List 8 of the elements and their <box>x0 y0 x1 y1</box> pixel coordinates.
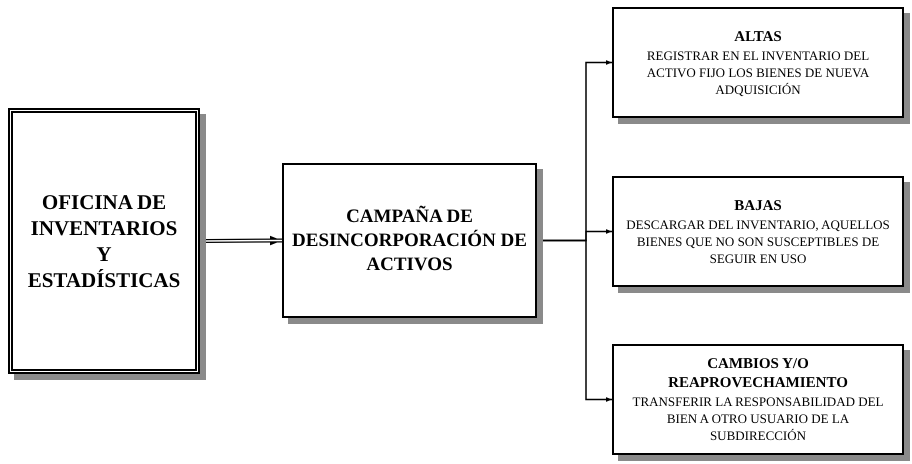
box-heading: CAMBIOS Y/O REAPROVECHAMIENTO <box>667 355 849 393</box>
box-heading: BAJAS <box>734 196 782 216</box>
box-description: TRANSFERIR LA RESPONSABILIDAD DEL BIEN A OTRO USUARIO DE LA SUBDIRECCIÓN <box>632 393 884 444</box>
box-heading: OFICINA DE INVENTARIOS Y ESTADÍSTICAS <box>28 189 180 293</box>
box-description: DESCARGAR DEL INVENTARIO, AQUELLOS BIENES QUE NO SON SUSCEPTIBLES DE SEGUIR EN USO <box>625 216 891 266</box>
box-description: REGISTRAR EN EL INVENTARIO DEL ACTIVO FIJO LOS BIENES DE NUEVA ADQUISICIÓN <box>646 46 870 98</box>
box-heading: CAMPAÑA DE DESINCORPORACIÓN DE ACTIVOS <box>292 204 527 276</box>
box-heading: ALTAS <box>734 28 782 46</box>
